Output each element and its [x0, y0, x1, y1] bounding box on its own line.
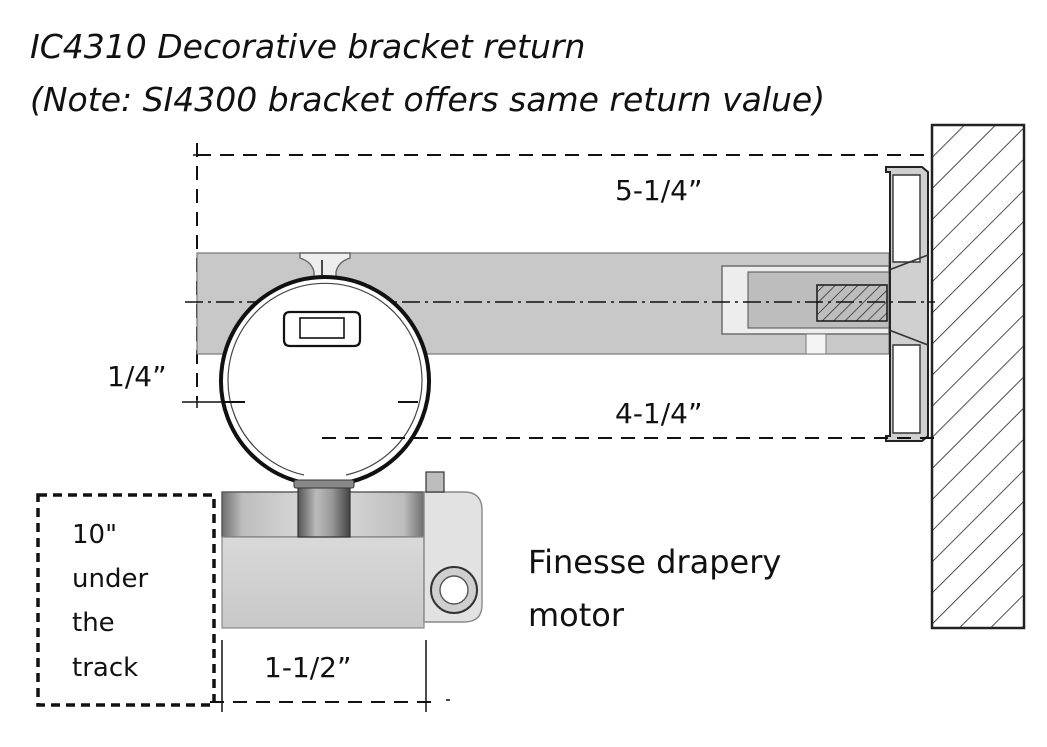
mounting-screw: [816, 284, 888, 322]
drapery-motor: [221, 471, 483, 629]
offset-dimension: [182, 396, 222, 408]
bottom-return-label: 4-1/4”: [615, 397, 703, 430]
mounting-flange: [885, 166, 929, 442]
top-return-label: 5-1/4”: [615, 174, 703, 207]
clearance-note-line4: track: [72, 653, 138, 683]
curtain-track: [219, 275, 431, 484]
clearance-note-line1: 10": [72, 520, 117, 550]
wall: [930, 123, 1026, 630]
motor-width-label: 1-1/2”: [264, 651, 352, 684]
motor-label-line1: Finesse drapery: [528, 543, 781, 581]
motor-label-line2: motor: [528, 596, 625, 634]
offset-label: 1/4”: [107, 360, 167, 393]
diagram-title: IC4310 Decorative bracket return: [30, 27, 585, 66]
motor-width-dimension: [210, 640, 450, 712]
diagram-subtitle: (Note: SI4300 bracket offers same return…: [30, 80, 825, 119]
clearance-note-line2: under: [72, 564, 148, 594]
clearance-note-line3: the: [72, 608, 115, 638]
clearance-note-box: [36, 493, 216, 707]
